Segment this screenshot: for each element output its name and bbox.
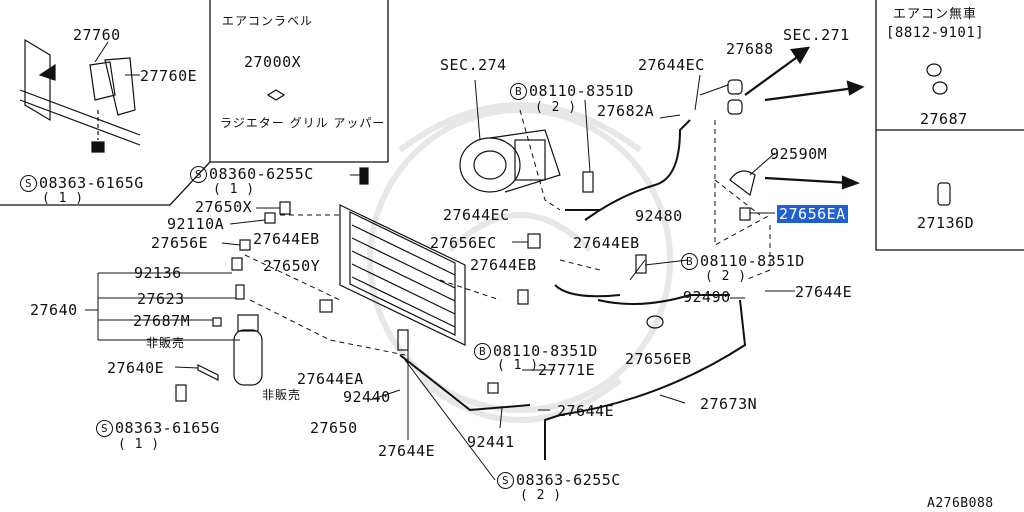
part-27682A[interactable]: 27682A [597, 102, 655, 120]
part-92441[interactable]: 92441 [467, 433, 515, 451]
arrows [744, 46, 865, 190]
bracket-27760-drawing [19, 38, 141, 153]
part-number: 08110-8351D [529, 82, 634, 100]
part-27644E-a[interactable]: 27644E [378, 442, 436, 460]
part-number: 08360-6255C [209, 165, 314, 183]
part-27644EB-b[interactable]: 27644EB [573, 234, 640, 252]
screw-symbol: S [20, 175, 37, 192]
part-27644EB-c[interactable]: 27644EB [470, 256, 537, 274]
quantity: ( 1 ) [42, 191, 84, 206]
part-27656EB[interactable]: 27656EB [625, 350, 692, 368]
part-27656E[interactable]: 27656E [151, 234, 209, 252]
part-27656EC[interactable]: 27656EC [430, 234, 497, 252]
sec-274[interactable]: SEC.274 [440, 56, 507, 74]
condenser-drawing [339, 204, 466, 346]
part-27644EC-a[interactable]: 27644EC [638, 56, 705, 74]
part-27000X[interactable]: 27000X [244, 53, 302, 71]
label-part-drawing [266, 89, 286, 101]
part-27640E[interactable]: 27640E [107, 359, 165, 377]
part-27687[interactable]: 27687 [920, 110, 968, 128]
small-parts [175, 63, 951, 402]
receiver-drier-drawing [197, 314, 263, 386]
leader-lines [85, 41, 795, 481]
bolt-symbol: B [681, 253, 698, 270]
part-27640[interactable]: 27640 [30, 301, 78, 319]
quantity: ( 1 ) [497, 358, 539, 373]
quantity: ( 2 ) [520, 488, 562, 503]
part-92490[interactable]: 92490 [683, 288, 731, 306]
part-27650[interactable]: 27650 [310, 419, 358, 437]
part-27771E[interactable]: 27771E [538, 361, 596, 379]
part-92480[interactable]: 92480 [635, 207, 683, 225]
not-for-sale-b: 非販売 [262, 388, 302, 402]
inset-no-ac-title: エアコン無車 [893, 7, 978, 22]
dashed-guides [244, 109, 771, 356]
part-92110A[interactable]: 92110A [167, 215, 225, 233]
bolt-symbol: B [510, 83, 527, 100]
part-27136D[interactable]: 27136D [917, 214, 975, 232]
part-27644EB-a[interactable]: 27644EB [253, 230, 320, 248]
part-27656EA[interactable]: 27656EA [777, 205, 848, 223]
quantity: ( 1 ) [118, 437, 160, 452]
part-27644EC-b[interactable]: 27644EC [443, 206, 510, 224]
quantity: ( 2 ) [535, 100, 577, 115]
compressor-drawing [459, 129, 561, 193]
part-92440[interactable]: 92440 [343, 388, 391, 406]
pipes [399, 119, 747, 460]
part-92590M[interactable]: 92590M [770, 145, 828, 163]
part-27673N[interactable]: 27673N [700, 395, 758, 413]
screw-symbol: S [190, 166, 207, 183]
part-27760E[interactable]: 27760E [140, 67, 198, 85]
part-number: 08363-6255C [516, 471, 621, 489]
not-for-sale-a: 非販売 [146, 336, 186, 350]
part-27644EA[interactable]: 27644EA [297, 370, 364, 388]
part-27644E-b[interactable]: 27644E [795, 283, 853, 301]
part-27650Y[interactable]: 27650Y [263, 257, 321, 275]
quantity: ( 1 ) [213, 182, 255, 197]
part-27760[interactable]: 27760 [73, 26, 121, 44]
screw-symbol: S [497, 472, 514, 489]
inset-label-title: エアコンラベル [222, 14, 314, 28]
part-27688[interactable]: 27688 [726, 40, 774, 58]
part-27644E-c[interactable]: 27644E [557, 402, 615, 420]
part-number: 08363-6165G [115, 419, 220, 437]
part-27656EA-highlight: 27656EA [777, 205, 848, 223]
part-number: 08110-8351D [493, 342, 598, 360]
inset-label-subtitle: ラジエター グリル アッパー [220, 116, 386, 130]
part-number: 08110-8351D [700, 252, 805, 270]
sec-271[interactable]: SEC.271 [783, 26, 850, 44]
inset-frames [0, 0, 1024, 251]
part-27623[interactable]: 27623 [137, 290, 185, 308]
screw-symbol: S [96, 420, 113, 437]
inset-no-ac-date: [8812-9101] [886, 25, 985, 41]
part-92136[interactable]: 92136 [134, 264, 182, 282]
part-number: 08363-6165G [39, 174, 144, 192]
part-27687M[interactable]: 27687M [133, 312, 191, 330]
quantity: ( 2 ) [705, 269, 747, 284]
part-27650X[interactable]: 27650X [195, 198, 253, 216]
diagram-code: A276B088 [927, 496, 994, 511]
bolt-symbol: B [474, 343, 491, 360]
